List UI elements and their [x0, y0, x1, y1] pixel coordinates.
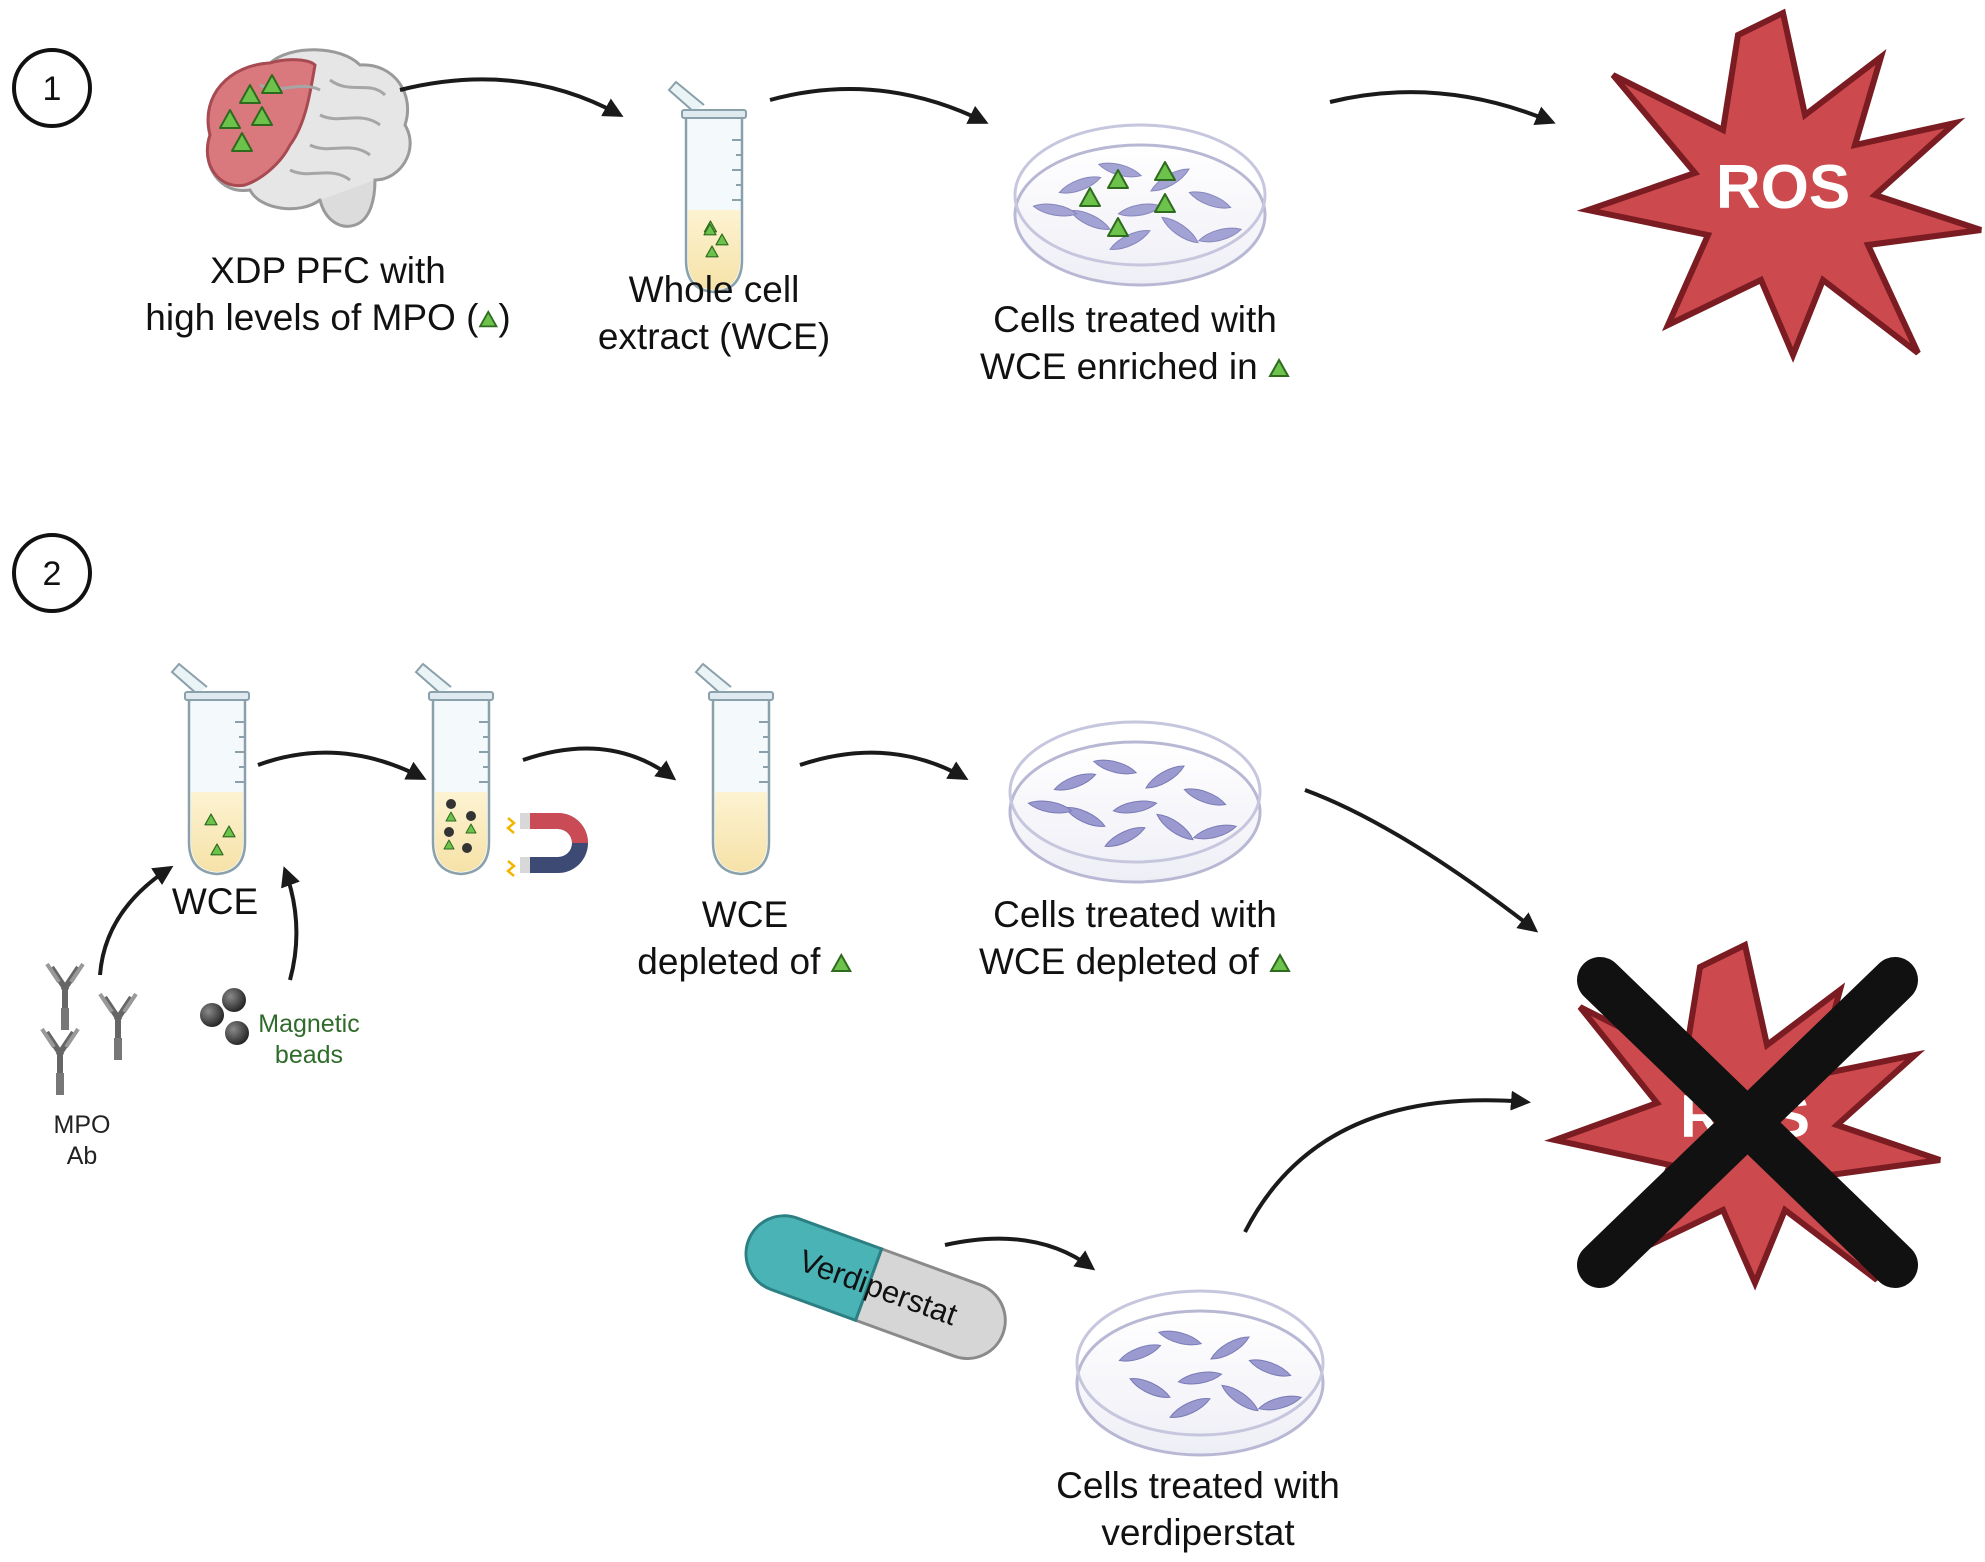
petri-dish-icon	[1008, 720, 1262, 884]
step-1-circle: 1	[12, 48, 92, 128]
ros-burst-icon: ROS	[1576, 8, 1982, 363]
ros-text: ROS	[1716, 153, 1850, 222]
mpo-triangle-icon	[1269, 953, 1291, 973]
depleted-label: WCE depleted of	[637, 891, 853, 985]
mpo-triangle-icon	[1268, 358, 1290, 378]
arrow-tubeA-to-tubeB	[257, 750, 427, 780]
antibody-icon	[42, 964, 136, 1095]
arrow-dish-to-crossed-ros	[1304, 788, 1539, 933]
step-2-circle: 2	[12, 533, 92, 613]
step-1-number: 1	[43, 70, 62, 108]
petri-dish-icon	[1075, 1289, 1325, 1457]
arrow-tubeC-to-dish	[799, 750, 969, 780]
petri-dish-icon	[1013, 123, 1267, 287]
microtube-icon	[414, 662, 495, 876]
arrow-verdiperstat-dish-to-crossed-ros	[1243, 1090, 1531, 1233]
verdiperstat-dish-label: Cells treated with verdiperstat	[1056, 1465, 1340, 1553]
arrow-tube-to-dish	[769, 87, 989, 124]
microtube-icon	[667, 80, 748, 294]
mpo-triangle-icon	[830, 953, 853, 973]
magnetic-bead-icon	[200, 988, 249, 1045]
arrow-beads-to-wce	[281, 866, 300, 981]
wce-label: WCE	[171, 881, 259, 922]
panel-2: 2	[12, 533, 1941, 1457]
arrow-capsule-to-dish	[944, 1236, 1096, 1271]
dish-depleted-label: Cells treated with WCE depleted of	[979, 891, 1291, 985]
brain-label: XDP PFC with high levels of MPO ()	[145, 250, 511, 338]
arrow-tubeB-to-tubeC	[522, 746, 677, 781]
beads-label: Magnetic beads	[258, 1010, 360, 1069]
dish-enriched-label: Cells treated with WCE enriched in	[980, 296, 1290, 390]
microtube-icon	[170, 662, 251, 876]
step-2-number: 2	[43, 555, 62, 593]
mpo-triangle-icon	[478, 310, 499, 328]
panel-1: 1	[12, 8, 1982, 363]
brain-icon	[205, 48, 412, 228]
arrow-antibody-to-wce	[98, 865, 174, 976]
magnet-icon	[506, 813, 588, 877]
arrow-brain-to-tube	[399, 77, 624, 117]
arrow-dish-to-ros	[1329, 90, 1556, 126]
crossed-ros-icon: ROS	[1544, 940, 1941, 1291]
antibody-label: MPO Ab	[53, 1111, 111, 1170]
capsule-icon: Verdiperstat	[744, 1214, 1007, 1360]
tube-label: Whole cell extract (WCE)	[597, 269, 831, 357]
microtube-icon	[694, 662, 775, 876]
cross-line-2	[1577, 957, 1918, 1288]
